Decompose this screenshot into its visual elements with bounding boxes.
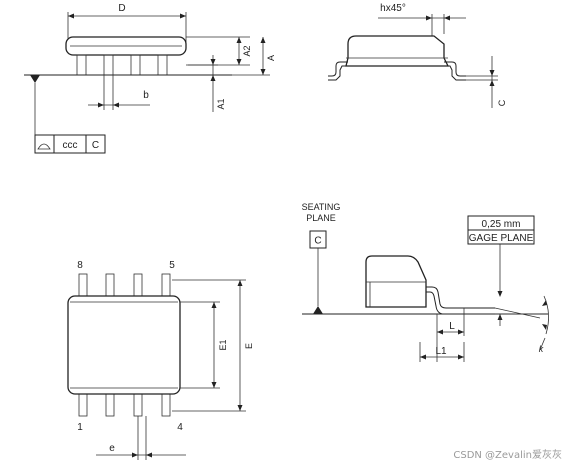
top-view-body bbox=[67, 295, 181, 395]
gauge-value-label: 0,25 mm bbox=[482, 219, 521, 230]
top-view: 8 5 1 4 E1 E bbox=[67, 260, 254, 460]
end-view-right-lead bbox=[444, 61, 466, 77]
dim-C-label: C bbox=[497, 99, 507, 106]
pin-4-label: 4 bbox=[177, 422, 183, 433]
end-view: hx45° C bbox=[328, 3, 507, 108]
lead-detail-lead bbox=[426, 286, 495, 309]
dim-E-label: E bbox=[244, 343, 254, 349]
datum-c-label: C bbox=[92, 140, 99, 151]
seating-plane-label-1: SEATING bbox=[302, 202, 341, 212]
lead-detail-body bbox=[365, 255, 427, 308]
seating-datum-label: C bbox=[314, 236, 321, 247]
dim-L1-label: L1 bbox=[435, 346, 447, 357]
dim-E1-label: E1 bbox=[218, 339, 228, 350]
top-view-upper-leads bbox=[78, 273, 171, 299]
dim-e-label: e bbox=[109, 443, 115, 454]
top-view-lower-leads bbox=[78, 391, 171, 417]
side-view-leads bbox=[76, 54, 168, 76]
gauge-plane-label: GAGE PLANE bbox=[469, 233, 534, 244]
watermark: CSDN @Zevalin爱灰灰 bbox=[453, 448, 562, 461]
dim-hx45-label: hx45° bbox=[380, 3, 406, 14]
seating-plane-label-2: PLANE bbox=[306, 213, 336, 223]
dim-k-label: k bbox=[539, 344, 544, 354]
end-view-body bbox=[345, 35, 450, 67]
flatness-symbol-icon bbox=[37, 143, 51, 150]
dim-b-label: b bbox=[143, 90, 149, 101]
dim-L-label: L bbox=[449, 321, 455, 332]
dim-A2-label: A2 bbox=[242, 45, 252, 56]
lead-detail-view: SEATING PLANE C 0,25 mm GAGE PLANE bbox=[302, 202, 549, 362]
dim-A-label: A bbox=[266, 55, 276, 61]
side-view: D A2 A A1 bbox=[24, 3, 276, 154]
end-view-left-lead bbox=[328, 61, 348, 77]
dim-D-label: D bbox=[118, 3, 125, 14]
gauge-plane-box: 0,25 mm GAGE PLANE bbox=[467, 215, 535, 245]
ccc-label: ccc bbox=[63, 140, 78, 151]
dim-A1-label: A1 bbox=[216, 98, 226, 109]
pin-8-label: 8 bbox=[77, 260, 83, 271]
pin-1-label: 1 bbox=[77, 422, 83, 433]
flatness-tolerance-frame: ccc C bbox=[34, 134, 106, 154]
pin-5-label: 5 bbox=[169, 260, 175, 271]
